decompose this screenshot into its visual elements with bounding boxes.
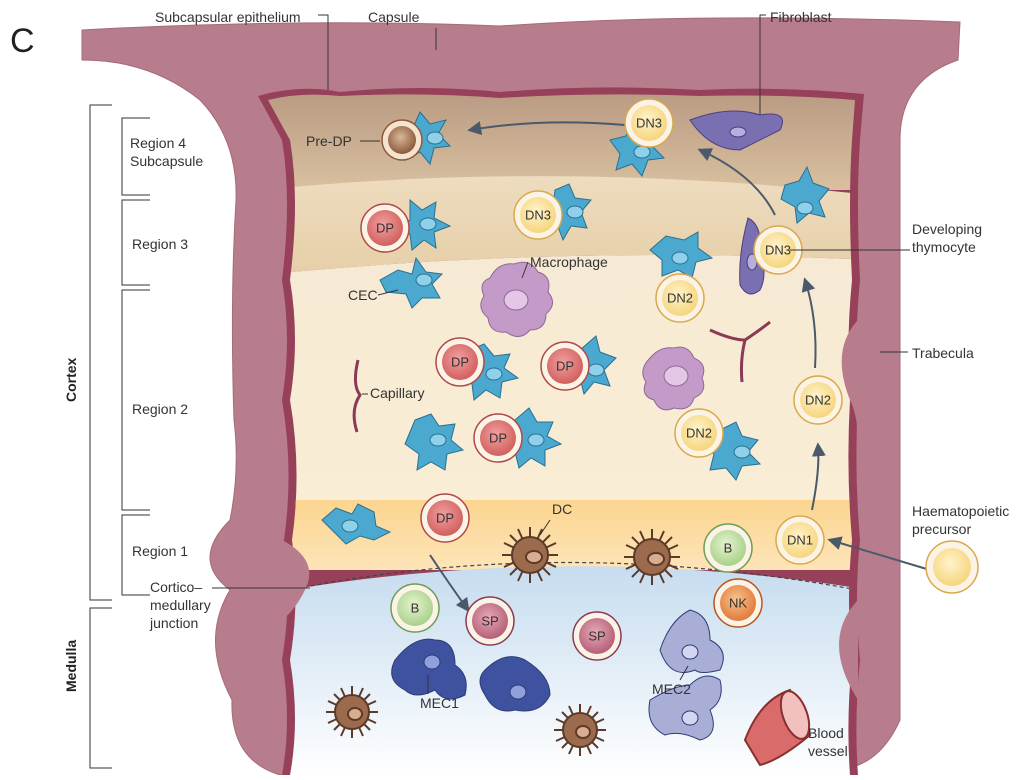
label-region4-b: Subcapsule	[130, 153, 203, 169]
label-blood-1: Blood	[808, 725, 844, 741]
cell-label-dn3-top: DN3	[636, 116, 662, 131]
cell-label-dp-r3: DP	[376, 221, 394, 236]
cell-label-dp-c: DP	[489, 431, 507, 446]
label-cmj-2: medullary	[150, 597, 211, 613]
label-cmj-3: junction	[149, 615, 198, 631]
label-capillary: Capillary	[370, 385, 424, 401]
cell-label-sp-a: SP	[481, 614, 498, 629]
cell-dp-r3: DP	[361, 204, 409, 252]
cell-label-nk: NK	[729, 596, 747, 611]
label-cmj-1: Cortico–	[150, 579, 202, 595]
label-region1: Region 1	[132, 543, 188, 559]
cell-dp-a: DP	[436, 338, 484, 386]
cell-dp-c: DP	[474, 414, 522, 462]
cell-label-dn1: DN1	[787, 533, 813, 548]
label-macrophage: Macrophage	[530, 254, 608, 270]
cell-dn3-top: DN3	[625, 99, 673, 147]
cell-label-dp-a: DP	[451, 355, 469, 370]
cell-label-dn2-c: DN2	[686, 426, 712, 441]
label-developing-2: thymocyte	[912, 239, 976, 255]
label-pre-dp: Pre-DP	[306, 133, 352, 149]
cell-nk: NK	[714, 579, 762, 627]
label-region4-a: Region 4	[130, 135, 186, 151]
panel-letter: C	[10, 22, 35, 60]
label-trabecula: Trabecula	[912, 345, 974, 361]
cell-dp-r1: DP	[421, 494, 469, 542]
label-region3: Region 3	[132, 236, 188, 252]
label-haem-2: precursor	[912, 521, 971, 537]
label-mec2: MEC2	[652, 681, 691, 697]
cell-label-dp-r1: DP	[436, 511, 454, 526]
label-cec: CEC	[348, 287, 378, 303]
label-haem-1: Haematopoietic	[912, 503, 1009, 519]
cell-dn2-b: DN2	[794, 376, 842, 424]
cell-dn1: DN1	[776, 516, 824, 564]
cell-label-dn3-right: DN3	[765, 243, 791, 258]
label-cortex: Cortex	[63, 357, 79, 402]
label-region2: Region 2	[132, 401, 188, 417]
label-dc: DC	[552, 501, 572, 517]
cell-dn2-c: DN2	[675, 409, 723, 457]
cell-label-dn3-mid: DN3	[525, 208, 551, 223]
cell-label-dn2-b: DN2	[805, 393, 831, 408]
label-mec1: MEC1	[420, 695, 459, 711]
cell-label-dn2-a: DN2	[667, 291, 693, 306]
cell-label-sp-b: SP	[588, 629, 605, 644]
label-medulla: Medulla	[63, 640, 79, 692]
label-developing-1: Developing	[912, 221, 982, 237]
cell-b-cortex: B	[704, 524, 752, 572]
region-brackets	[90, 105, 150, 768]
cell-label-b-cortex: B	[724, 541, 733, 556]
pre-dp-cell	[382, 120, 422, 160]
label-subcapsular-epithelium: Subcapsular epithelium	[155, 9, 301, 25]
label-capsule: Capsule	[368, 9, 420, 25]
cell-sp-b: SP	[573, 612, 621, 660]
haematopoietic-precursor-cell	[926, 541, 978, 593]
cell-label-dp-b: DP	[556, 359, 574, 374]
label-fibroblast: Fibroblast	[770, 9, 832, 25]
cell-dn3-mid: DN3	[514, 191, 562, 239]
cell-label-b-medulla: B	[411, 601, 420, 616]
cell-dp-b: DP	[541, 342, 589, 390]
cell-sp-a: SP	[466, 597, 514, 645]
cell-dn2-a: DN2	[656, 274, 704, 322]
cell-b-medulla: B	[391, 584, 439, 632]
label-blood-2: vessel	[808, 743, 848, 759]
